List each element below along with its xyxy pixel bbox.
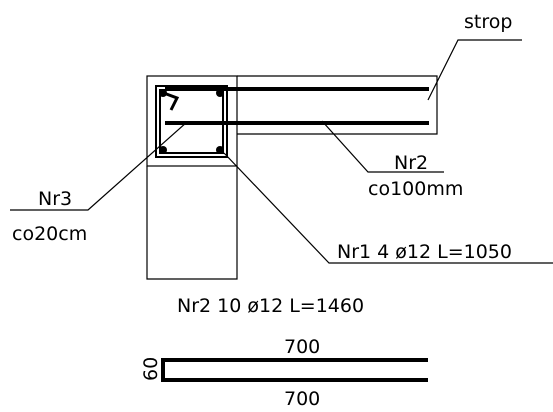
slab-bars-nr2 (165, 87, 429, 125)
label-nr1: Nr1 4 ø12 L=1050 (337, 241, 512, 263)
label-co100mm: co100mm (368, 178, 463, 200)
label-co20cm: co20cm (12, 223, 87, 245)
bar-shape-bottom-length: 700 (284, 388, 320, 410)
label-nr2-spec: Nr2 10 ø12 L=1460 (177, 295, 364, 317)
leader-nr3 (10, 121, 188, 211)
leader-lines (10, 39, 553, 264)
column-outline (146, 166, 238, 280)
bar-shape-height: 60 (140, 357, 162, 381)
bar-shape-top-length: 700 (284, 336, 320, 358)
leader-strop (427, 39, 522, 101)
label-nr3: Nr3 (38, 188, 72, 210)
leader-nr2 (321, 120, 444, 173)
bar-shape-nr2: 700 60 700 (140, 336, 428, 410)
label-nr2: Nr2 (394, 152, 428, 174)
bar-dot-bottom-right (216, 146, 224, 154)
leader-nr1 (223, 152, 553, 264)
label-strop: strop (464, 11, 512, 33)
bar-dot-bottom-left (159, 146, 167, 154)
longitudinal-bars-nr1 (159, 89, 224, 154)
slab-outline (237, 75, 438, 135)
bar-shape-line (161, 358, 428, 382)
